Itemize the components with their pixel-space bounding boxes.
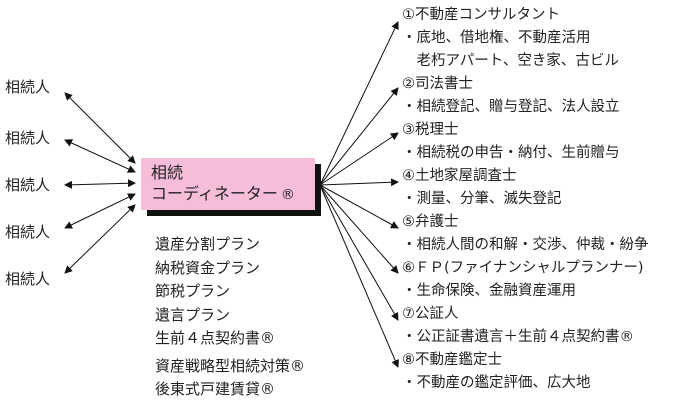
expert-detail: ・不動産の鑑定評価、広大地 (402, 375, 591, 391)
plan-item: 生前４点契約書® (155, 329, 276, 347)
expert-detail: ・相続登記、贈与登記、法人設立 (402, 99, 620, 115)
expert-arrow (319, 132, 399, 186)
expert-arrow (319, 184, 399, 321)
plan-item: 納税資金プラン (155, 258, 261, 277)
coordinator-box: 相続 コーディネーター® (141, 158, 315, 210)
heir-arrow (64, 193, 136, 229)
expert-arrow (319, 184, 399, 274)
expert-detail: ・測量、分筆、滅失登記 (402, 191, 562, 207)
plan-item: 遺言プラン (155, 305, 231, 324)
registered-mark: ® (280, 187, 295, 203)
expert-title: ①不動産コンサルタント (402, 7, 560, 23)
plan-item: 遺産分割プラン (155, 235, 261, 253)
expert-arrow (319, 87, 399, 186)
plan-item: 後東式戸建賃貸® (155, 380, 276, 398)
expert-arrow (319, 178, 399, 187)
coordinator-line1: 相続 (151, 163, 184, 182)
expert-detail: ・相続人間の和解・交渉、仲裁・紛争 (402, 237, 649, 253)
expert-detail: ・公正証書遺言＋生前４点契約書® (402, 329, 634, 345)
expert-title: ⑦公証人 (402, 306, 459, 322)
coordinator-line2: コーディネーター (151, 184, 278, 203)
expert-detail: 老朽アパート、空き家、古ビル (402, 53, 619, 69)
expert-list: ①不動産コンサルタント ・底地、借地権、不動産活用 老朽アパート、空き家、古ビル… (402, 4, 649, 395)
plan-list: 遺産分割プラン 納税資金プラン 節税プラン 遺言プラン 生前４点契約書® 資産戦… (155, 233, 305, 402)
expert-title: ⑥ＦＰ(ファイナンシャルプランナー) (402, 260, 644, 276)
expert-title: ③税理士 (402, 122, 459, 138)
plan-item: 資産戦略型相続対策® (155, 356, 306, 375)
heir-arrow (64, 139, 136, 173)
expert-detail: ・底地、借地権、不動産活用 (402, 30, 591, 46)
expert-title: ④土地家屋調査士 (402, 168, 517, 184)
heir-arrow (64, 179, 136, 189)
expert-arrow (319, 184, 399, 229)
heir-label: 相続人 (5, 223, 51, 241)
expert-title: ②司法書士 (402, 76, 473, 92)
heir-label: 相続人 (5, 78, 51, 96)
expert-arrow (319, 184, 399, 368)
expert-detail: ・相続税の申告・納付、生前贈与 (402, 145, 620, 161)
expert-title: ⑤弁護士 (402, 214, 459, 230)
heir-label: 相続人 (5, 129, 51, 147)
plan-item: 節税プラン (155, 282, 231, 300)
expert-title: ⑧不動産鑑定士 (402, 352, 502, 368)
heir-label: 相続人 (5, 176, 51, 194)
expert-arrow (319, 21, 399, 186)
heir-arrow (64, 204, 136, 274)
expert-detail: ・生命保険、金融資産運用 (402, 283, 576, 299)
heir-label: 相続人 (5, 270, 51, 288)
heir-arrow (64, 92, 136, 164)
